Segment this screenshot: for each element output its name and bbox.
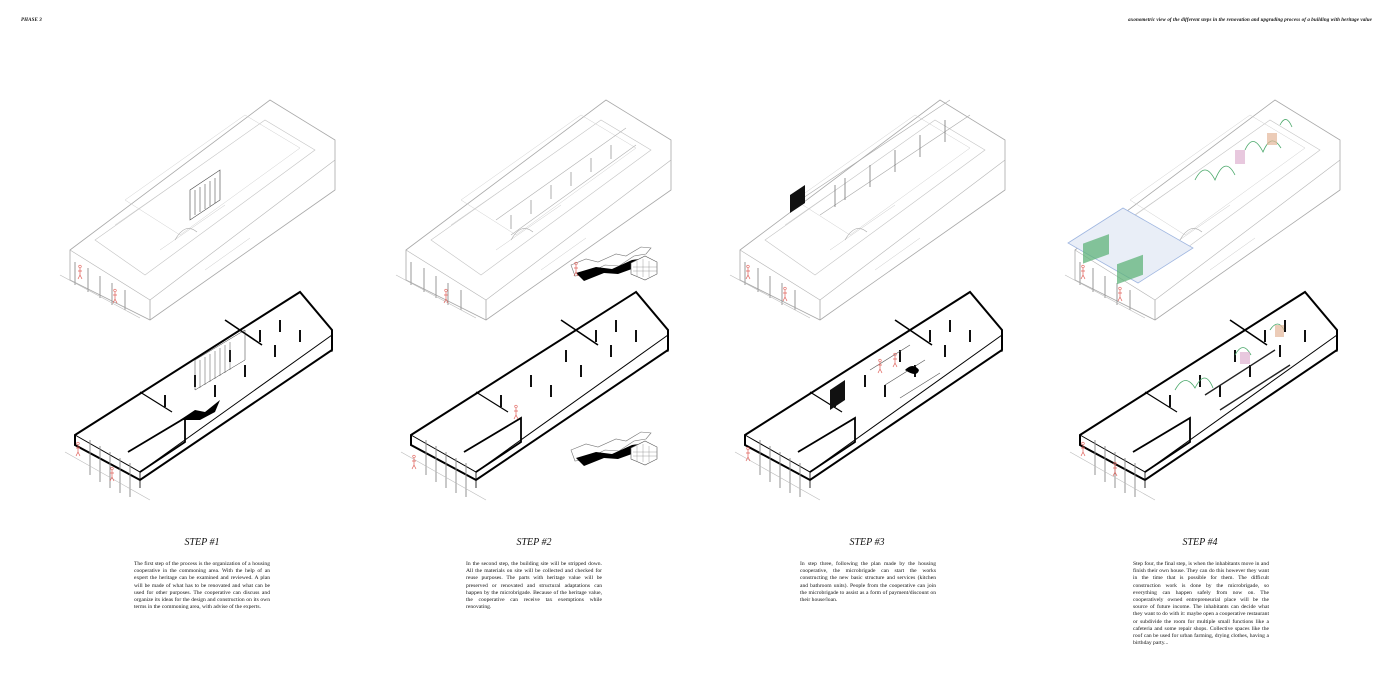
step-1-title: STEP #1 [184,537,220,548]
step-4-description: Step four, the final step, is when the i… [1133,561,1269,647]
step-2-description: In the second step, the building site wi… [466,561,602,611]
step-4-title: STEP #4 [1182,537,1218,548]
step-3-description: In step three, following the plan made b… [800,561,936,604]
step-1-description: The first step of the process is the org… [134,561,270,611]
step-2-drawing [395,99,672,501]
step-3-drawing [729,99,1006,501]
step-2-title: STEP #2 [516,537,552,548]
phase-label: PHASE 3 [21,18,42,23]
step-1-drawing [59,99,336,501]
sheet-caption: axonometric view of the different steps … [1128,18,1372,23]
step-3-title: STEP #3 [849,537,885,548]
step-4-drawing [1064,99,1341,501]
